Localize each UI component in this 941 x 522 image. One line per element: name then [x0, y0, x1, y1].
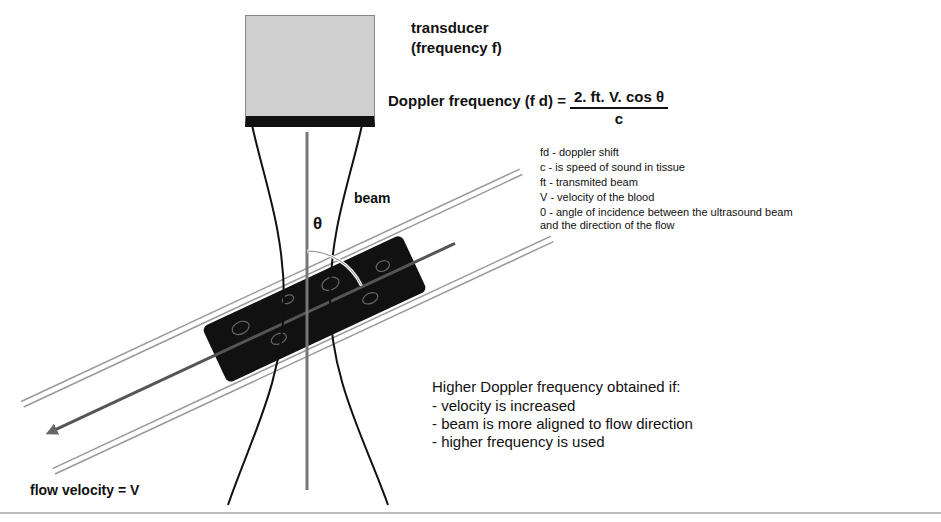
symbol-key: V - velocity of the blood [540, 191, 654, 204]
fraction-bar [570, 107, 668, 109]
node-heading: transducer (frequency f) [411, 18, 529, 57]
note-heading: Higher Doppler frequency obtained if: [432, 378, 680, 396]
angle-symbol: θ [313, 214, 322, 234]
frame-line [0, 512, 941, 514]
note-item: - velocity is increased [432, 397, 575, 415]
formula-denominator: c [615, 110, 623, 128]
note-item: - higher frequency is used [432, 433, 605, 451]
symbol-key: ft - transmited beam [540, 176, 638, 189]
formula-text: Doppler frequency (f d) = [388, 92, 566, 110]
angle-arc [307, 251, 361, 286]
symbol-key: 0 - angle of incidence between the ultra… [540, 206, 808, 232]
note-item: - beam is more aligned to flow direction [432, 415, 693, 433]
beam-label: beam [354, 190, 391, 207]
beam-edge [330, 125, 388, 505]
angle-arc [307, 251, 361, 286]
flow-arrow [54, 243, 455, 430]
flow-velocity-label: flow velocity = V [30, 482, 139, 499]
beam-edge [228, 125, 284, 505]
formula-numerator: 2. ft. V. cos θ [574, 88, 664, 106]
transducer-box: transducer (frequency f) [245, 15, 375, 127]
symbol-key: fd - doppler shift [540, 146, 619, 159]
symbol-key: c - is speed of sound in tissue [540, 161, 685, 174]
beam-axis [306, 132, 309, 490]
blood-cells [228, 250, 401, 361]
